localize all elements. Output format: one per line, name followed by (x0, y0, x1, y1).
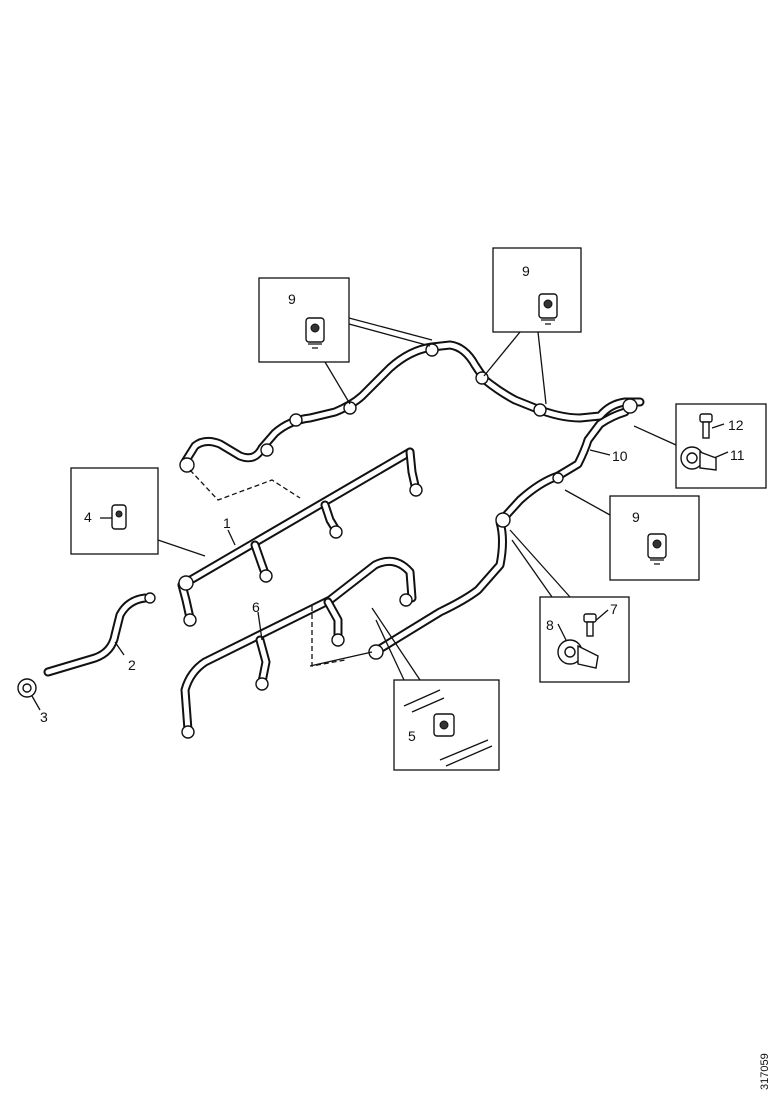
clip-9-left-icon (305, 317, 325, 349)
label-2: 2 (128, 657, 136, 673)
fuel-rail-6 (180, 556, 417, 735)
bolt-7-icon (583, 613, 597, 637)
dashed-line-upper (189, 469, 301, 501)
label-3: 3 (40, 709, 48, 725)
clamp-8-icon (557, 639, 599, 669)
pipe-10 (373, 407, 630, 655)
callout-box-7-8 (539, 596, 630, 683)
label-9-top: 9 (522, 263, 530, 279)
clip-9-right-icon (647, 533, 667, 565)
feed-pipe-2 (43, 593, 150, 677)
banjo-bolt-3-icon (17, 678, 37, 698)
label-8: 8 (546, 617, 554, 633)
clamp-11-icon (680, 446, 717, 471)
label-9-right: 9 (632, 509, 640, 525)
document-number: 317059 (759, 1053, 771, 1090)
fuel-rail-1 (177, 447, 421, 623)
clip-4-icon (100, 504, 127, 530)
pipe-fittings (144, 343, 638, 739)
bolt-12-icon (699, 413, 713, 439)
upper-return-pipe (180, 340, 645, 467)
label-11: 11 (730, 447, 745, 463)
label-9-left: 9 (288, 291, 296, 307)
clip-9-top-icon (538, 293, 558, 325)
label-1: 1 (223, 515, 231, 531)
label-5: 5 (408, 728, 416, 744)
label-6: 6 (252, 599, 260, 615)
label-7: 7 (610, 601, 618, 617)
callout-box-9-left (258, 277, 350, 363)
clip-5-icon (403, 689, 493, 767)
callout-box-11-12 (675, 403, 767, 489)
label-12: 12 (728, 417, 744, 433)
leader-lines (31, 317, 729, 711)
label-10: 10 (612, 448, 628, 464)
label-4: 4 (84, 509, 92, 525)
callout-box-9-top (492, 247, 582, 333)
